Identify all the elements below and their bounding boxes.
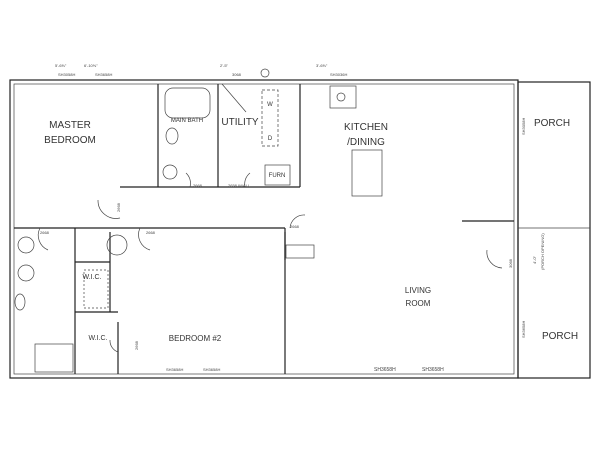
window-bottom: SH3658H <box>166 367 183 372</box>
door-label: 2658 W/ALL <box>228 183 251 188</box>
porch-top-label: PORCH <box>534 118 570 129</box>
door-label: 2668 <box>116 202 121 212</box>
dim-top-1: 5'-6⅝" <box>55 63 67 68</box>
window-top-1: SH3058H <box>58 72 75 77</box>
door-label-3068: 3068 <box>508 258 513 268</box>
fixtures <box>14 85 383 373</box>
dryer-label: D <box>268 136 273 142</box>
porch-opening-note: (PORCH OPENING) <box>540 233 545 270</box>
dim-top-2: 6'-10⅝" <box>84 63 98 68</box>
washer-label: W <box>267 102 273 108</box>
wic2-label: W.I.C. <box>88 335 107 342</box>
porch-bottom-label: PORCH <box>542 331 578 342</box>
dining-label: /DINING <box>347 137 385 148</box>
door-label: 2668 <box>40 230 50 235</box>
bedroom2-label: BEDROOM #2 <box>169 334 222 343</box>
main-bath-label: MAIN BATH <box>171 118 203 124</box>
door-label: 2668 <box>146 230 156 235</box>
door-label: 2668 <box>290 224 300 229</box>
porch-outline <box>517 81 591 379</box>
window-bottom: SH3658H <box>374 367 396 373</box>
furnace-label: FURN <box>269 173 286 179</box>
master-bedroom-label: MASTER <box>49 120 91 131</box>
window-right: SH3658H <box>521 321 526 338</box>
kitchen-label: KITCHEN <box>344 122 388 133</box>
master-bedroom-label-2: BEDROOM <box>44 135 96 146</box>
exterior-wall-inner <box>13 83 515 375</box>
door-label: 2668 <box>193 183 203 188</box>
dim-top-3: 2'-5" <box>220 63 229 68</box>
door-3068-top: 3068 <box>232 72 242 77</box>
living-label: LIVING <box>405 286 431 295</box>
window-top-3: SH3036H <box>330 72 347 77</box>
section-marker <box>260 68 270 78</box>
door-swings <box>37 83 503 353</box>
window-top-2: SH3658H <box>95 72 112 77</box>
interior-walls <box>14 84 514 374</box>
room-label: ROOM <box>406 299 431 308</box>
utility-label: UTILITY <box>221 117 259 128</box>
wic1-label: W.I.C. <box>82 274 101 281</box>
porch-opening-dim: 4'-0" <box>532 255 537 264</box>
window-right: SH3058H <box>521 118 526 135</box>
door-label: 2668 <box>134 340 139 350</box>
window-bottom: SH3658H <box>203 367 220 372</box>
dim-top-4: 3'-6⅝" <box>316 63 328 68</box>
window-bottom: SH3658H <box>422 367 444 373</box>
